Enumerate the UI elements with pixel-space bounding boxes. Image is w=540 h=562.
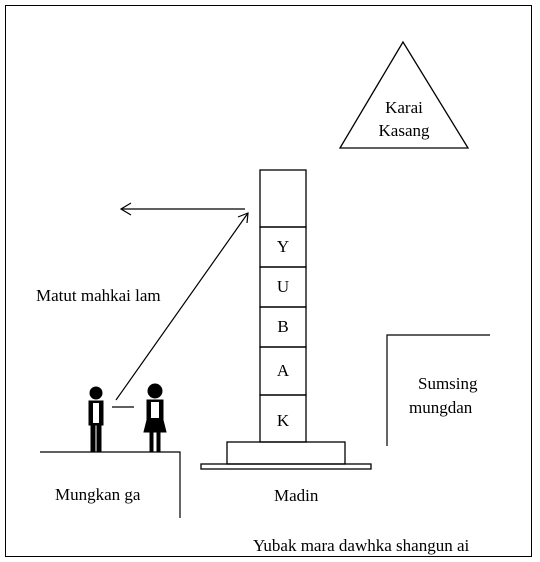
diagram-frame <box>5 5 532 557</box>
pillar-letter-k: K <box>276 411 290 430</box>
arrowhead-up <box>237 212 249 224</box>
pillar-base-step <box>226 441 346 465</box>
triangle-label-line2: Kasang <box>378 121 430 140</box>
sumsing-label-line1: Sumsing <box>418 374 478 393</box>
matut-label: Matut mahkai lam <box>36 286 161 305</box>
manau-pillar <box>200 169 372 470</box>
pillar-letter-u: U <box>276 277 290 296</box>
pillar-letter-b: B <box>277 317 289 336</box>
pillar-top-block <box>259 169 307 228</box>
pillar-letter-y: Y <box>276 237 290 256</box>
pillar-letter-a: A <box>276 361 290 380</box>
caption-label: Yubak mara dawhka shangun ai <box>253 536 470 555</box>
sumsing-label-line2: mungdan <box>409 398 473 417</box>
pillar-base-plinth <box>200 463 372 470</box>
gaze-diagonal <box>115 212 249 401</box>
mungkan-ground <box>40 451 181 518</box>
gaze-arrow <box>112 202 249 408</box>
mungkan-label: Mungkan ga <box>55 485 141 504</box>
arrowhead-left <box>119 202 132 216</box>
sumsing-ground <box>386 334 490 446</box>
triangle-label-line1: Karai <box>385 98 423 117</box>
madin-label: Madin <box>274 486 319 505</box>
karai-kasang-triangle <box>338 40 470 149</box>
